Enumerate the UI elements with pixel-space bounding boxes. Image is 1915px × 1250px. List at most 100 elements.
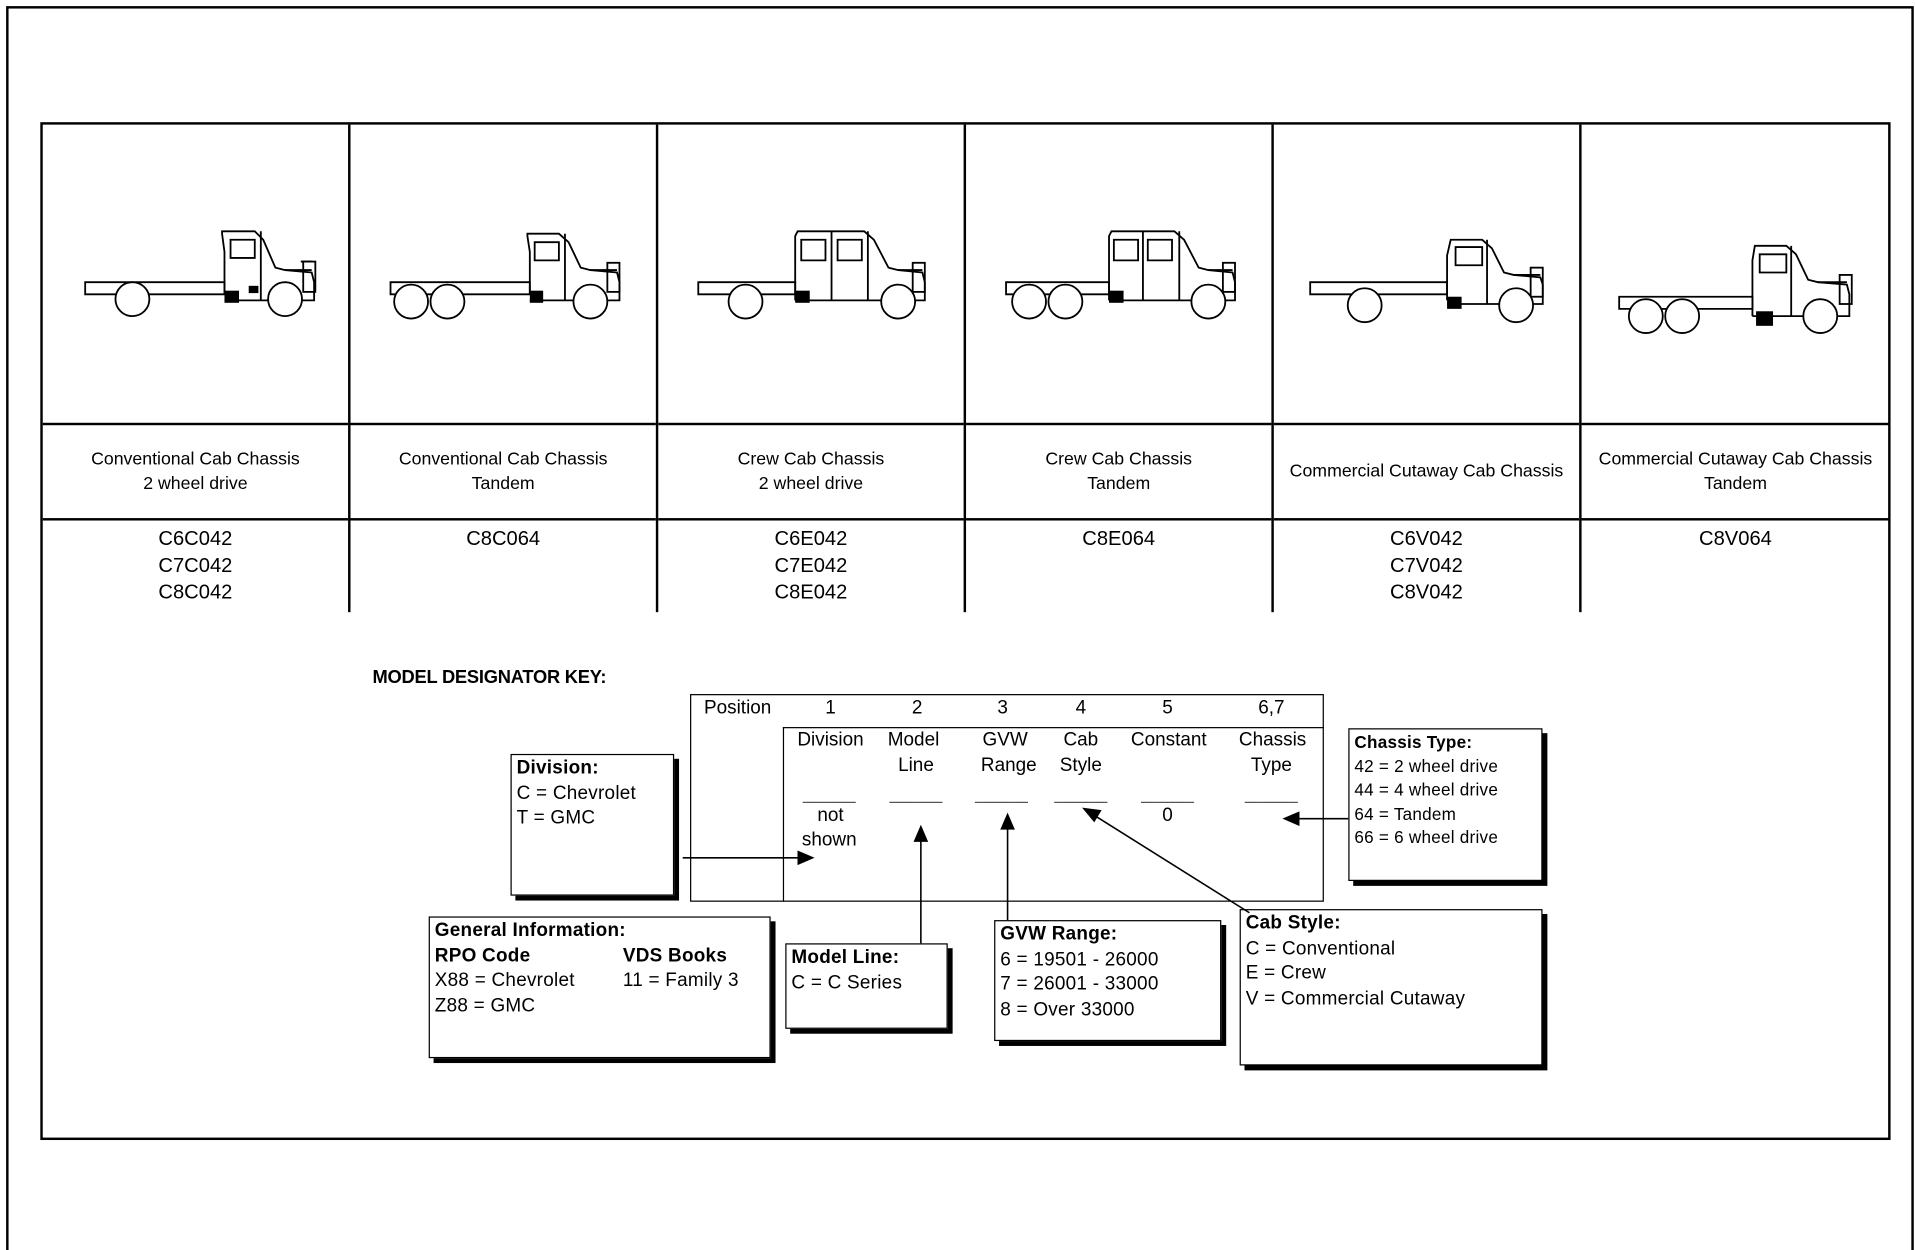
model-line-line: C = C Series: [791, 972, 903, 993]
chassis-type-line: 66 = 6 wheel drive: [1354, 827, 1499, 847]
chassis-type-line: 64 = Tandem: [1354, 803, 1457, 823]
truck-label: Conventional Cab Chassis 2 wheel drive: [42, 425, 349, 521]
field-label-range: Range: [980, 755, 1037, 776]
commercial-cutaway-tandem-truck-icon: [1618, 244, 1853, 335]
field-value-not: not: [817, 805, 844, 827]
field-label-model: Model: [887, 729, 940, 751]
model-code: C8V042: [1390, 581, 1463, 604]
truck-image-cell: [966, 125, 1272, 426]
cab-style-line: E = Crew: [1245, 962, 1327, 984]
position-number: 1: [825, 697, 836, 719]
cab-style-box: Cab Style: C = Conventional E = Crew V =…: [1239, 909, 1543, 1066]
field-label-type: Type: [1250, 755, 1292, 776]
truck-label: Conventional Cab Chassis Tandem: [350, 425, 656, 521]
field-blank: _____: [802, 783, 856, 805]
truck-label: Crew Cab Chassis Tandem: [966, 425, 1272, 521]
model-line-title: Model Line:: [791, 946, 900, 968]
field-label-style: Style: [1059, 755, 1102, 776]
general-information-title: General Information:: [434, 920, 626, 941]
crew-cab-tandem-truck-icon: [1005, 230, 1236, 320]
field-label-gvw: GVW: [982, 729, 1028, 751]
gvw-range-title: GVW Range:: [1000, 923, 1118, 945]
model-code: C8C042: [158, 581, 233, 604]
model-code: C6E042: [774, 527, 848, 550]
rpo-code-header: RPO Code: [434, 945, 531, 966]
truck-label-line2: Tandem: [1703, 474, 1767, 494]
commercial-cutaway-2wd-truck-icon: [1309, 238, 1544, 324]
gvw-range-line: 8 = Over 33000: [1000, 998, 1135, 1020]
model-code: C8E042: [774, 581, 848, 604]
truck-codes: C8E064: [966, 523, 1271, 611]
conventional-cab-tandem-truck-icon: [389, 232, 621, 320]
field-value-constant: 0: [1162, 805, 1173, 827]
model-line-box: Model Line: C = C Series: [785, 943, 948, 1029]
truck-label-line2: 2 wheel drive: [143, 474, 248, 494]
truck-label-line1: Crew Cab Chassis: [1045, 449, 1193, 470]
crew-cab-2wd-truck-icon: [697, 230, 926, 320]
position-number: 4: [1075, 697, 1087, 719]
truck-label-line1: Conventional Cab Chassis: [398, 449, 608, 470]
truck-codes: C8C064: [351, 523, 656, 611]
general-information-box: General Information: RPO Code VDS Books …: [428, 916, 771, 1059]
chassis-type-line: 44 = 4 wheel drive: [1354, 779, 1499, 800]
truck-label-line2: 2 wheel drive: [758, 474, 864, 494]
truck-label-line1: Conventional Cab Chassis: [91, 449, 300, 470]
truck-column-4: Crew Cab Chassis Tandem C8E064: [966, 124, 1274, 613]
truck-label: Crew Cab Chassis 2 wheel drive: [658, 425, 964, 521]
model-code: C7V042: [1390, 554, 1463, 577]
division-line: C = Chevrolet: [516, 782, 637, 804]
model-designator-key-title: MODEL DESIGNATOR KEY:: [372, 667, 607, 688]
model-code: C8E064: [1082, 527, 1156, 550]
truck-label-line2: Tandem: [1087, 474, 1151, 494]
gvw-range-box: GVW Range: 6 = 19501 - 26000 7 = 26001 -…: [994, 920, 1222, 1042]
page-border: [6, 6, 1914, 1250]
chassis-type-line: 42 = 2 wheel drive: [1354, 755, 1499, 776]
truck-image-cell: [1581, 125, 1890, 426]
truck-column-2: Conventional Cab Chassis Tandem C8C064: [350, 124, 659, 613]
position-number: 5: [1162, 697, 1173, 719]
field-label-line: Line: [898, 755, 934, 776]
gvw-range-line: 7 = 26001 - 33000: [1000, 973, 1159, 995]
truck-label: Commercial Cutaway Cab Chassis: [1273, 425, 1580, 521]
field-blank: _____: [1245, 783, 1298, 805]
model-code: C6V042: [1390, 527, 1463, 550]
truck-column-1: Conventional Cab Chassis 2 wheel drive C…: [42, 124, 351, 613]
model-code: C7E042: [774, 554, 848, 577]
chassis-type-box: Chassis Type: 42 = 2 wheel drive 44 = 4 …: [1348, 728, 1543, 881]
truck-column-5: Commercial Cutaway Cab Chassis C6V042 C7…: [1273, 124, 1582, 613]
truck-label: Commercial Cutaway Cab Chassis Tandem: [1581, 425, 1890, 521]
truck-codes: C6E042 C7E042 C8E042: [658, 523, 963, 611]
division-title: Division:: [516, 757, 599, 779]
chassis-type-title: Chassis Type:: [1354, 731, 1473, 752]
vds-books-header: VDS Books: [622, 945, 728, 966]
cab-style-title: Cab Style:: [1245, 912, 1341, 934]
division-line: T = GMC: [516, 807, 596, 829]
field-blank: _____: [1054, 783, 1108, 805]
model-table: Conventional Cab Chassis 2 wheel drive C…: [40, 122, 1891, 1141]
truck-codes: C8V064: [1582, 523, 1890, 611]
truck-image-cell: [1273, 125, 1580, 426]
field-value-shown: shown: [801, 829, 857, 851]
position-number: 3: [997, 697, 1008, 719]
truck-label-line1: Commercial Cutaway Cab Chassis: [1289, 461, 1564, 482]
field-label-cab: Cab: [1063, 729, 1099, 751]
truck-label-line2: Tandem: [471, 474, 535, 494]
cab-style-line: C = Conventional: [1245, 937, 1396, 959]
field-label-chassis: Chassis: [1238, 729, 1307, 751]
position-number: 6,7: [1258, 697, 1285, 719]
gvw-range-line: 6 = 19501 - 26000: [1000, 948, 1159, 970]
truck-codes: C6C042 C7C042 C8C042: [43, 523, 348, 611]
truck-column-3: Crew Cab Chassis 2 wheel drive C6E042 C7…: [658, 124, 967, 613]
truck-label-line1: Commercial Cutaway Cab Chassis: [1598, 449, 1873, 470]
field-blank: _____: [1141, 783, 1194, 805]
field-label-constant: Constant: [1130, 729, 1207, 751]
model-code: C8V064: [1699, 527, 1772, 550]
cab-style-line: V = Commercial Cutaway: [1245, 987, 1466, 1009]
truck-image-cell: [42, 125, 349, 426]
model-code: C8C064: [466, 527, 541, 550]
conventional-cab-2wd-truck-icon: [84, 230, 317, 318]
division-box: Division: C = Chevrolet T = GMC: [510, 753, 675, 896]
field-label-division: Division: [797, 729, 864, 751]
